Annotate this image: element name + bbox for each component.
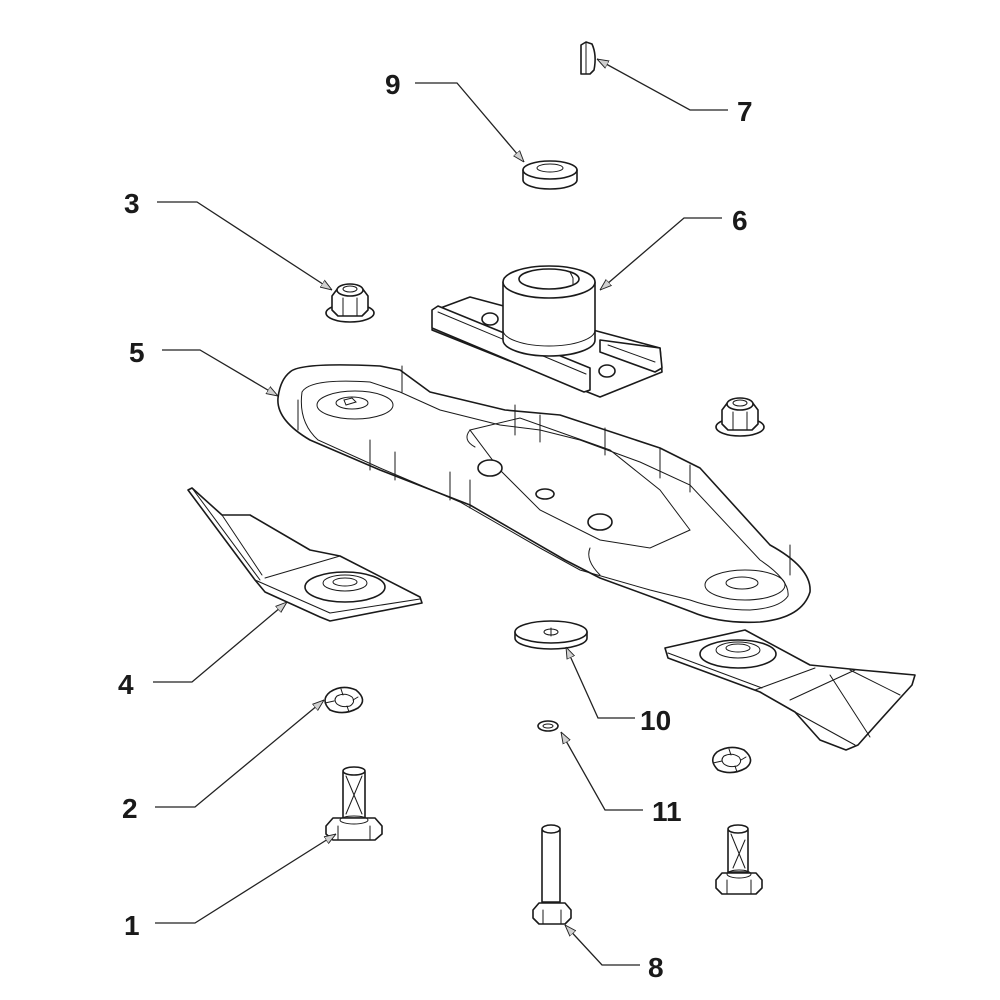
callout-10: 10	[640, 705, 671, 736]
part-flange-lock-nut	[325, 283, 375, 323]
leader-line-2	[155, 700, 324, 808]
leader-line-7	[597, 59, 728, 111]
callout-7: 7	[737, 96, 753, 127]
part-hex-bolt-left	[325, 766, 383, 841]
part-woodruff-key	[580, 41, 596, 75]
part-flat-washer	[514, 620, 588, 650]
part-spacer-bushing	[522, 160, 578, 190]
leader-line-5	[162, 349, 278, 396]
callout-2: 2	[122, 793, 138, 824]
part-blade-lock-washer-right	[711, 746, 752, 774]
part-blade-adapter-hub	[431, 265, 663, 398]
part-blade-lock-washer-left	[324, 686, 364, 714]
leader-lines	[153, 59, 728, 966]
callout-3: 3	[124, 188, 140, 219]
part-mower-blade-right	[664, 629, 916, 751]
leader-line-9	[415, 82, 524, 162]
leader-line-11	[561, 732, 643, 811]
leader-line-4	[153, 602, 287, 683]
callout-11: 11	[652, 796, 682, 827]
part-center-bolt	[532, 824, 572, 925]
part-lock-washer-small	[537, 720, 559, 732]
part-mower-blade-left	[187, 487, 423, 622]
callout-labels: 9 7 3 6 5 4 10 2 11 1 8	[118, 69, 753, 983]
leader-line-1	[155, 834, 336, 924]
part-hex-bolt-right	[715, 824, 763, 895]
callout-1: 1	[124, 910, 140, 941]
leader-line-8	[565, 925, 640, 966]
callout-6: 6	[732, 205, 748, 236]
callout-5: 5	[129, 337, 145, 368]
leader-line-6	[600, 217, 722, 290]
part-blade-carrier	[277, 364, 811, 624]
callout-8: 8	[648, 952, 664, 983]
callout-9: 9	[385, 69, 401, 100]
part-flange-lock-nut-2	[715, 397, 765, 437]
callout-4: 4	[118, 669, 134, 700]
leader-line-10	[565, 647, 635, 719]
leader-line-3	[157, 201, 332, 290]
